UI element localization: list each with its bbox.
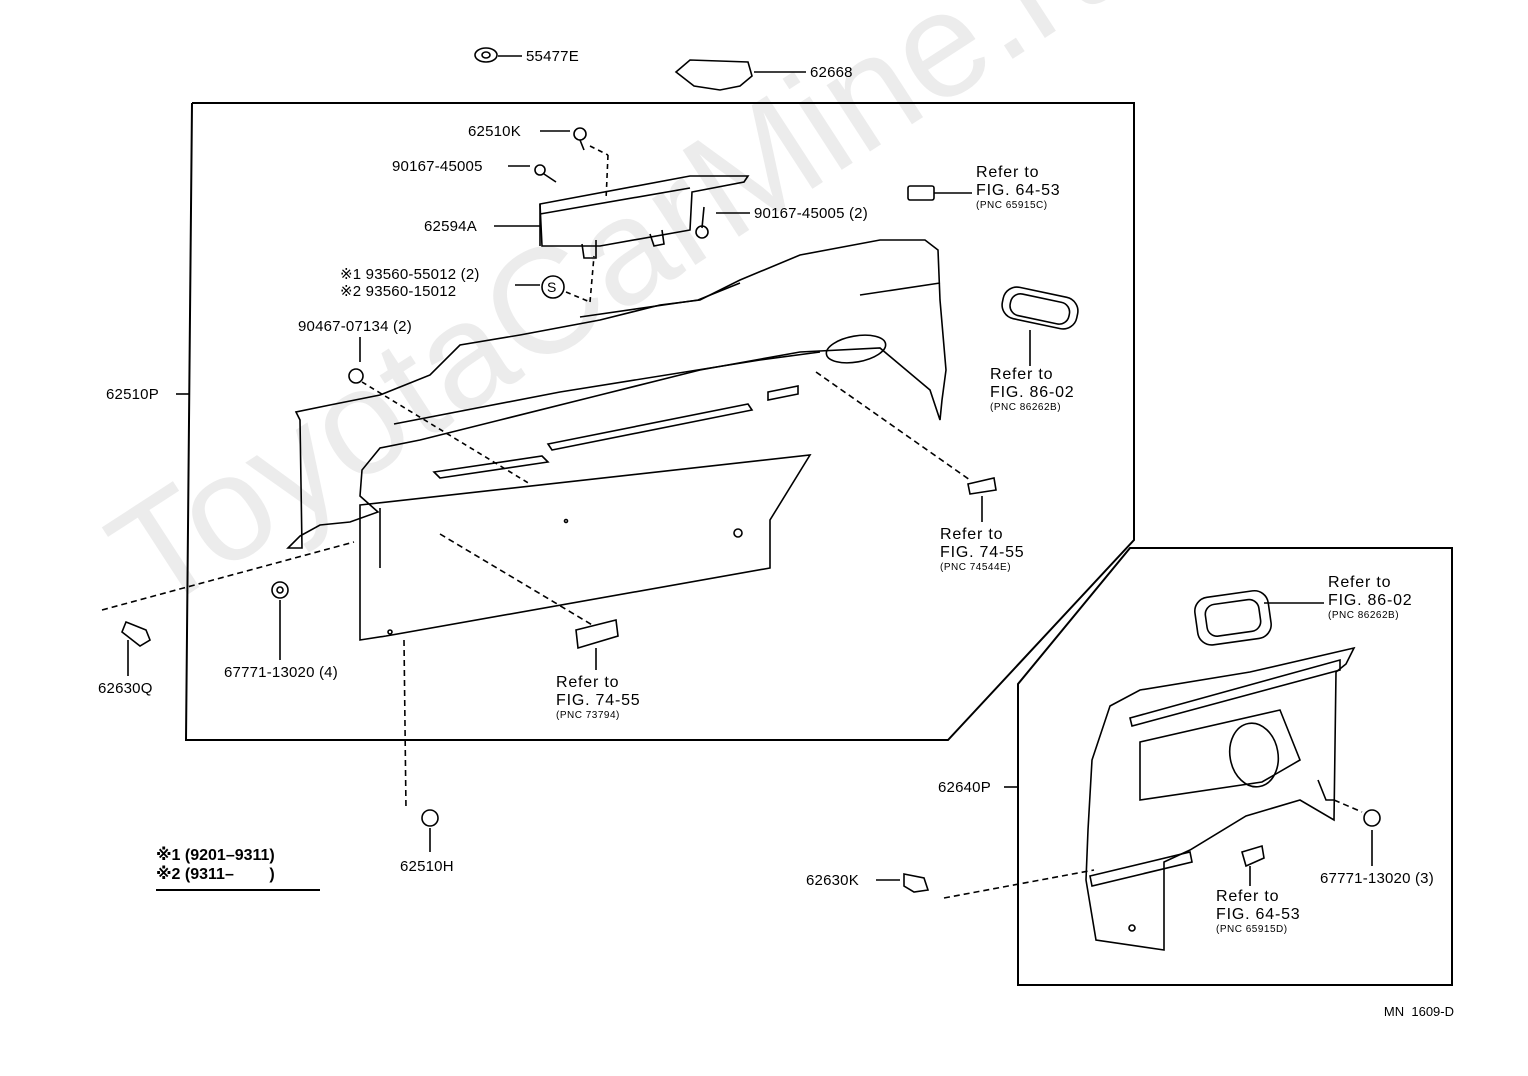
label-67771-4: 67771-13020 (4) (224, 664, 338, 681)
label-55477e: 55477E (526, 48, 579, 65)
label-90167-left: 90167-45005 (392, 158, 483, 175)
ref-fig-64-53-main: Refer to FIG. 64-53 (PNC 65915C) (976, 164, 1060, 211)
ref-fig-74-55-lower: Refer to FIG. 74-55 (PNC 73794) (556, 674, 640, 721)
label-62510h: 62510H (400, 858, 454, 875)
label-93560-15012: ※2 93560-15012 (340, 283, 457, 300)
label-93560-55012: ※1 93560-55012 (2) (340, 266, 480, 283)
fastener-90467-icon (348, 337, 531, 485)
label-62630q: 62630Q (98, 680, 153, 697)
ref-pnc: (PNC 86262B) (990, 402, 1062, 413)
legend-line-1: ※1 (9201–9311) (156, 847, 275, 864)
ref-pnc: (PNC 73794) (556, 710, 620, 721)
label-90467: 90467-07134 (2) (298, 318, 412, 335)
ref-fig-64-53-inset: Refer to FIG. 64-53 (PNC 65915D) (1216, 888, 1300, 935)
ref-fig: FIG. 86-02 (990, 384, 1075, 401)
ref-refer: Refer to (940, 526, 1004, 543)
label-62510k: 62510K (468, 123, 521, 140)
ref-refer: Refer to (976, 164, 1040, 181)
retainer-65915d-icon (1241, 844, 1265, 886)
screw-90167-right-icon (695, 206, 750, 239)
ref-refer: Refer to (1216, 888, 1280, 905)
trim-panel-62510p-icon (176, 239, 947, 641)
main-frame (184, 102, 1135, 741)
label-67771-3: 67771-13020 (3) (1320, 870, 1434, 887)
clip-symbol: S (547, 279, 557, 295)
label-62510p: 62510P (106, 386, 159, 403)
grommet-86262b-inset-icon (1194, 589, 1324, 646)
label-62668: 62668 (810, 64, 853, 81)
retainer-65915c-icon (907, 185, 972, 201)
ref-refer: Refer to (556, 674, 620, 691)
trim-panel-62640p-icon (1004, 646, 1356, 951)
ref-fig: FIG. 74-55 (556, 692, 641, 709)
ref-pnc: (PNC 86262B) (1328, 610, 1400, 621)
legend-line-2: ※2 (9311– ) (156, 866, 275, 883)
ref-fig: FIG. 86-02 (1328, 592, 1413, 609)
ref-pnc: (PNC 74544E) (940, 562, 1012, 573)
ref-fig-86-02-inset: Refer to FIG. 86-02 (PNC 86262B) (1328, 574, 1412, 621)
screw-62510k-icon (540, 127, 609, 201)
ref-pnc: (PNC 65915C) (976, 200, 1048, 211)
screw-90167-left-icon (508, 164, 557, 183)
label-62640p: 62640P (938, 779, 991, 796)
cover-62668-icon (674, 59, 806, 91)
clip-s-icon (515, 255, 595, 303)
ref-refer: Refer to (1328, 574, 1392, 591)
label-62594a: 62594A (424, 218, 477, 235)
clip-62630q-icon (101, 541, 355, 676)
fastener-62510h-icon (403, 639, 439, 852)
production-legend: ※1 (9201–9311) ※2 (9311– ) (156, 846, 275, 884)
inset-frame (1017, 547, 1453, 986)
clip-62630k-icon (876, 869, 1095, 899)
sticker-74544e-icon (815, 371, 997, 522)
ref-fig-86-02-main: Refer to FIG. 86-02 (PNC 86262B) (990, 366, 1074, 413)
fastener-67771-3-icon (1333, 799, 1381, 866)
ref-fig: FIG. 64-53 (1216, 906, 1301, 923)
ref-fig-74-55-upper: Refer to FIG. 74-55 (PNC 74544E) (940, 526, 1024, 573)
sticker-73794-icon (439, 533, 619, 670)
clip-55477e-icon (474, 47, 522, 63)
ref-fig: FIG. 74-55 (940, 544, 1025, 561)
grommet-86262b-main-icon (1001, 286, 1079, 366)
ref-refer: Refer to (990, 366, 1054, 383)
drawing-code: MN 1609-D (1383, 1004, 1454, 1019)
holder-62594a-icon (494, 175, 750, 259)
ref-pnc: (PNC 65915D) (1216, 924, 1288, 935)
label-90167-right: 90167-45005 (2) (754, 205, 868, 222)
fastener-67771-4-icon (271, 581, 289, 660)
label-62630k: 62630K (806, 872, 859, 889)
legend-underline (156, 889, 320, 891)
ref-fig: FIG. 64-53 (976, 182, 1061, 199)
